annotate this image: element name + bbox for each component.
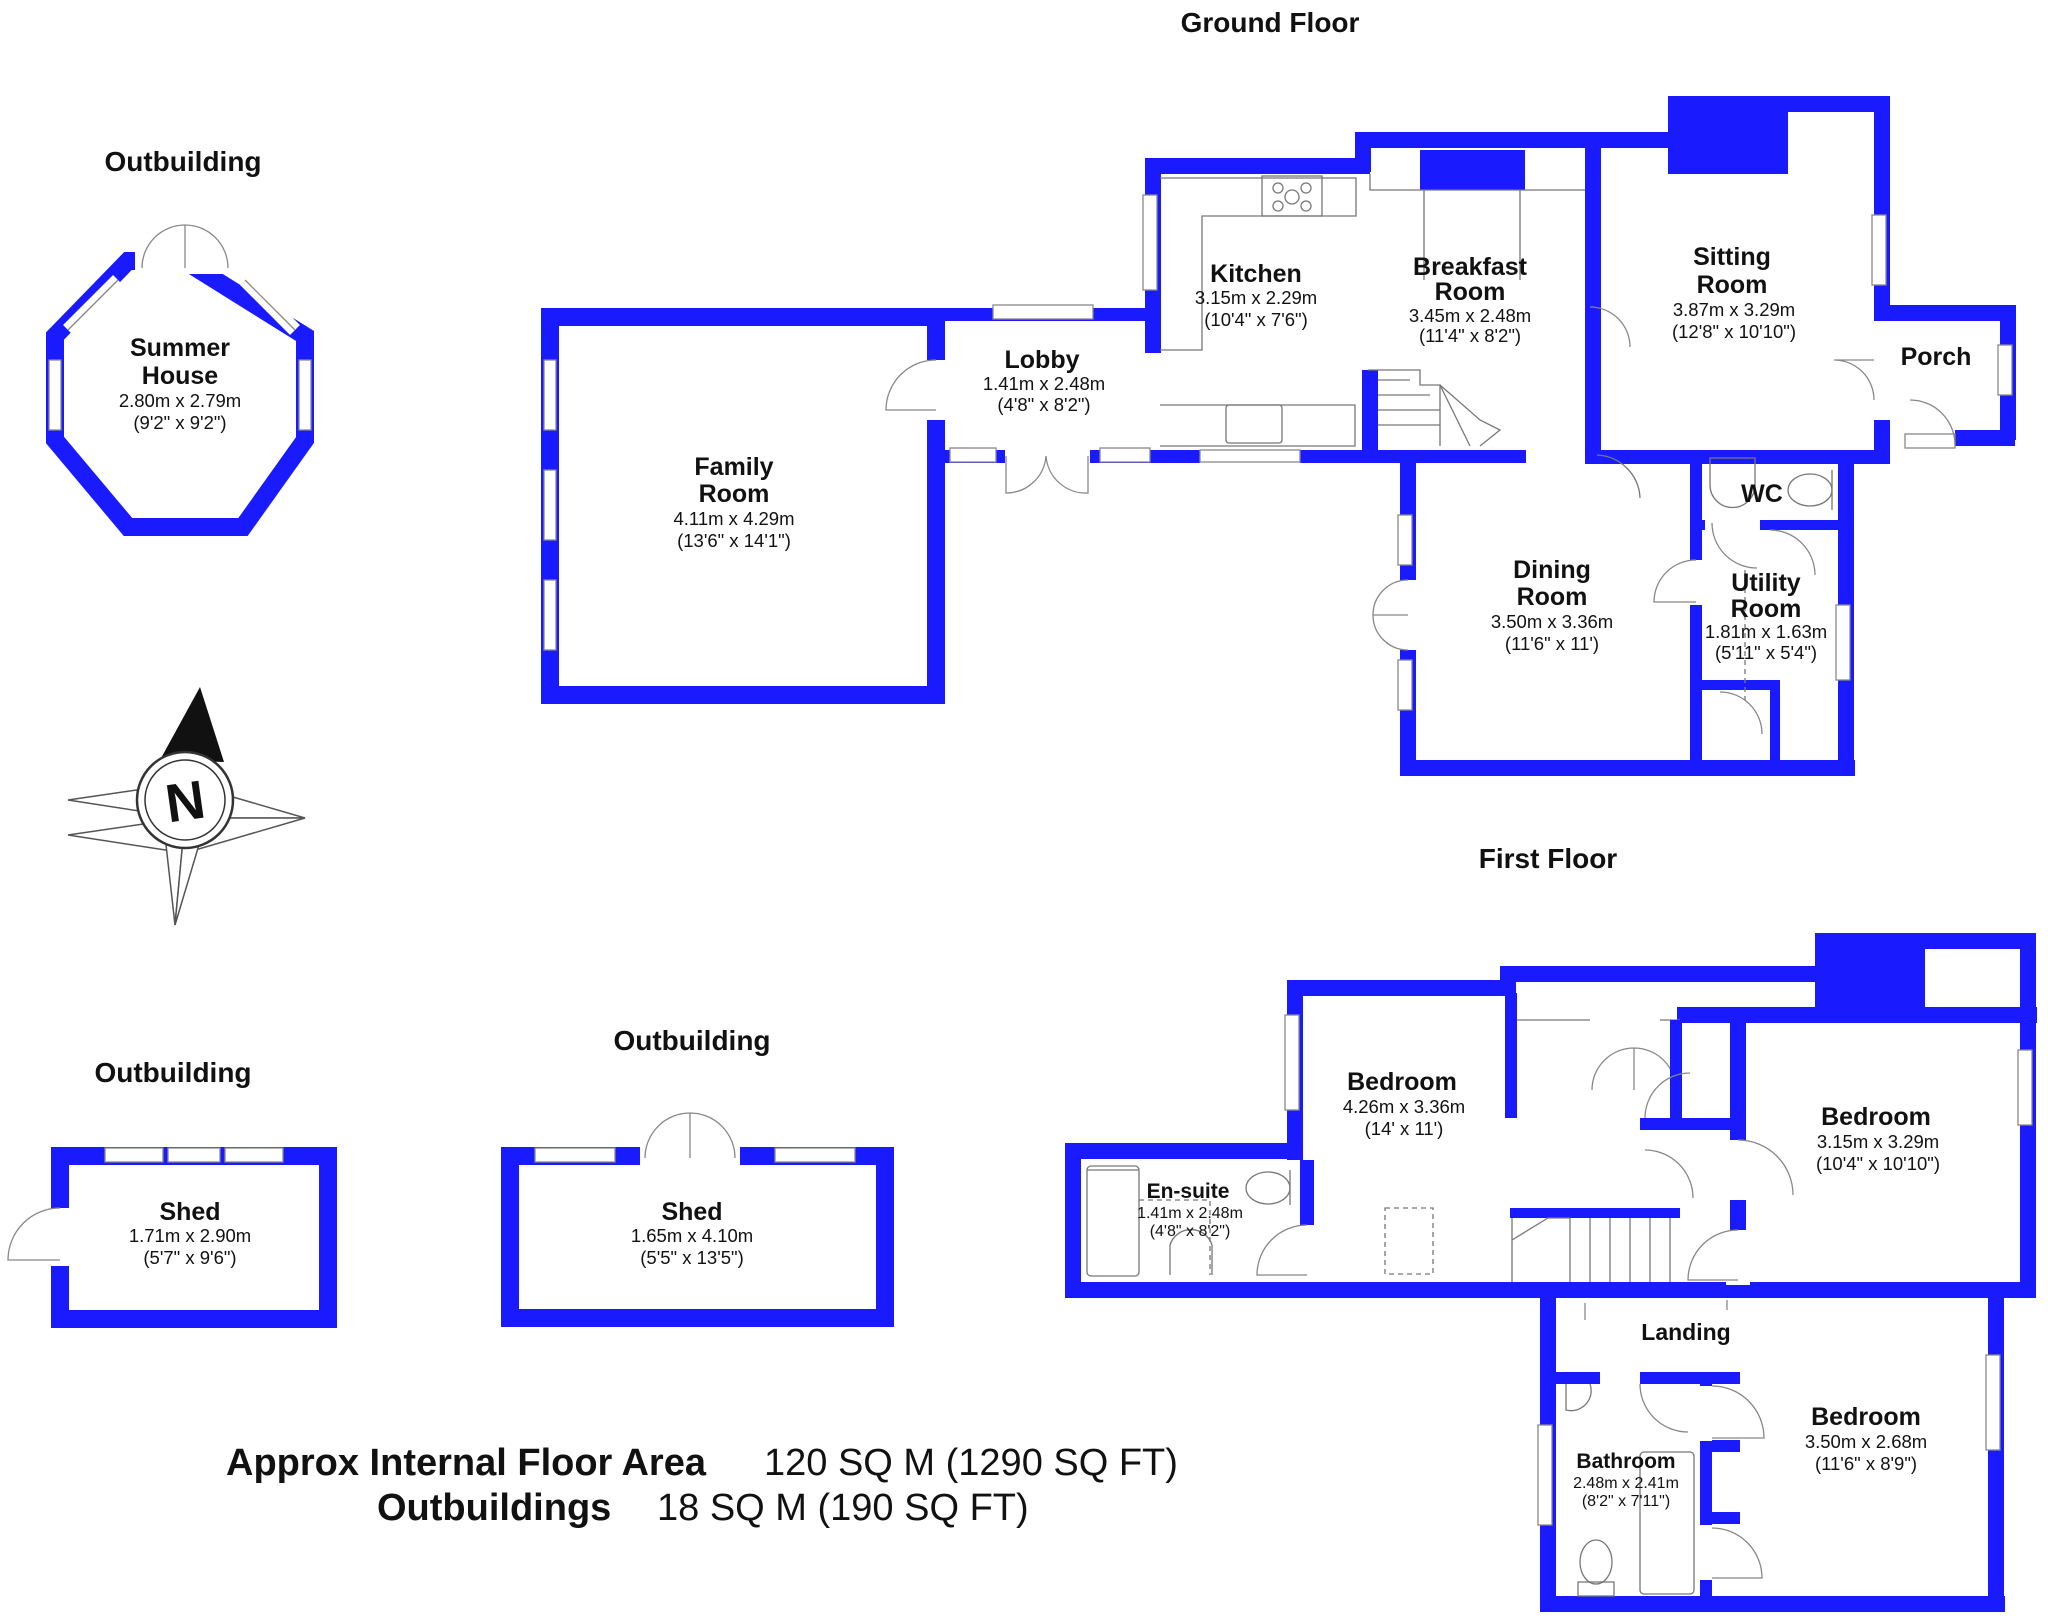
shed1-outbuilding: Shed 1.71m x 2.90m (5'7" x 9'6") [7,1147,337,1328]
outbuildings-area-value: 18 SQ M (190 SQ FT) [657,1487,1029,1529]
summer-house-outbuilding-title: Outbuilding [104,146,261,177]
lobby-name: Lobby [1005,346,1080,374]
wc-name: WC [1741,480,1783,508]
area-summary: Approx Internal Floor Area 120 SQ M (129… [226,1442,1178,1529]
sitting-room-dim-imperial: (12'8" x 10'10") [1672,321,1796,342]
shed1-outbuilding-title: Outbuilding [94,1057,251,1088]
shed2-dim-metric: 1.65m x 4.10m [631,1225,753,1246]
ensuite-name: En-suite [1147,1180,1230,1203]
north-pointer-icon [160,687,224,762]
shed2-outbuilding: Shed 1.65m x 4.10m (5'5" x 13'5") [501,1112,894,1327]
lobby-dim-imperial: (4'8" x 8'2") [997,394,1090,415]
summer-house-dim-metric: 2.80m x 2.79m [119,390,241,411]
outbuildings-area-label: Outbuildings [377,1487,611,1529]
family-room-name-line2: Room [699,480,770,508]
sitting-room-name-line2: Room [1697,271,1768,299]
internal-area-label: Approx Internal Floor Area [226,1442,707,1484]
utility-room-dim-metric: 1.81m x 1.63m [1705,621,1827,642]
north-compass: N [67,687,306,926]
breakfast-room-dim-metric: 3.45m x 2.48m [1409,305,1531,326]
ensuite-dim-imperial: (4'8" x 8'2") [1150,1223,1231,1240]
ensuite-dim-metric: 1.41m x 2.48m [1137,1205,1243,1222]
ground-floor-plan: WC Utility Room 1.81m x 1.63m (5'11" x 5… [541,96,2016,776]
kitchen-dim-metric: 3.15m x 2.29m [1195,287,1317,308]
dining-room-name-line1: Dining [1513,556,1591,584]
bedroom3-dim-imperial: (11'6" x 8'9") [1815,1453,1917,1474]
dining-room-dim-metric: 3.50m x 3.36m [1491,611,1613,632]
bathroom-dim-imperial: (8'2" x 7'11") [1582,1493,1670,1510]
shed1-dim-imperial: (5'7" x 9'6") [143,1247,236,1268]
bedroom1-name: Bedroom [1347,1068,1457,1096]
bathroom-dim-metric: 2.48m x 2.41m [1573,1475,1679,1492]
breakfast-room-name-line2: Room [1435,278,1506,306]
bedroom1-dim-metric: 4.26m x 3.36m [1343,1096,1465,1117]
kitchen-name: Kitchen [1210,260,1302,288]
breakfast-room-dim-imperial: (11'4" x 8'2") [1419,325,1521,346]
shed1-name: Shed [159,1198,220,1226]
utility-room-dim-imperial: (5'11" x 5'4") [1715,642,1817,663]
ground-floor-title: Ground Floor [1181,7,1360,38]
summer-house-dim-imperial: (9'2" x 9'2") [133,412,226,433]
family-room-dim-metric: 4.11m x 4.29m [674,508,795,529]
landing-name: Landing [1641,1319,1730,1345]
shed1-dim-metric: 1.71m x 2.90m [129,1225,251,1246]
dining-room-name-line2: Room [1517,583,1588,611]
bedroom2-dim-imperial: (10'4" x 10'10") [1816,1153,1940,1174]
first-floor-plan: Bedroom 4.26m x 3.36m (14' x 11') En-sui… [1065,933,2037,1612]
sitting-room-name-line1: Sitting [1693,243,1771,271]
bedroom2-name: Bedroom [1821,1103,1931,1131]
summer-house-name-line2: House [142,362,219,390]
first-floor-title: First Floor [1479,843,1618,874]
kitchen-dim-imperial: (10'4" x 7'6") [1204,309,1308,330]
summer-house-outbuilding: Summer House 2.80m x 2.79m (9'2" x 9'2") [46,224,314,536]
lobby-dim-metric: 1.41m x 2.48m [983,373,1105,394]
bathroom-name: Bathroom [1576,1450,1675,1473]
compass-letter: N [162,770,209,835]
family-room-name-line1: Family [694,453,773,481]
summer-house-name-line1: Summer [130,334,230,362]
utility-room-name-line2: Room [1731,595,1802,623]
bedroom3-dim-metric: 3.50m x 2.68m [1805,1431,1927,1452]
shed2-name: Shed [661,1198,722,1226]
shed2-dim-imperial: (5'5" x 13'5") [640,1247,744,1268]
sitting-room-dim-metric: 3.87m x 3.29m [1673,299,1795,320]
family-room-dim-imperial: (13'6" x 14'1") [677,530,791,551]
internal-area-value: 120 SQ M (1290 SQ FT) [764,1442,1178,1484]
bedroom3-name: Bedroom [1811,1403,1921,1431]
bedroom2-dim-metric: 3.15m x 3.29m [1817,1131,1939,1152]
utility-room-name-line1: Utility [1731,569,1801,597]
dining-room-dim-imperial: (11'6" x 11') [1505,633,1599,654]
shed2-outbuilding-title: Outbuilding [613,1025,770,1056]
breakfast-room-name-line1: Breakfast [1413,253,1528,281]
bedroom1-dim-imperial: (14' x 11') [1365,1118,1444,1139]
porch-name: Porch [1901,343,1972,371]
